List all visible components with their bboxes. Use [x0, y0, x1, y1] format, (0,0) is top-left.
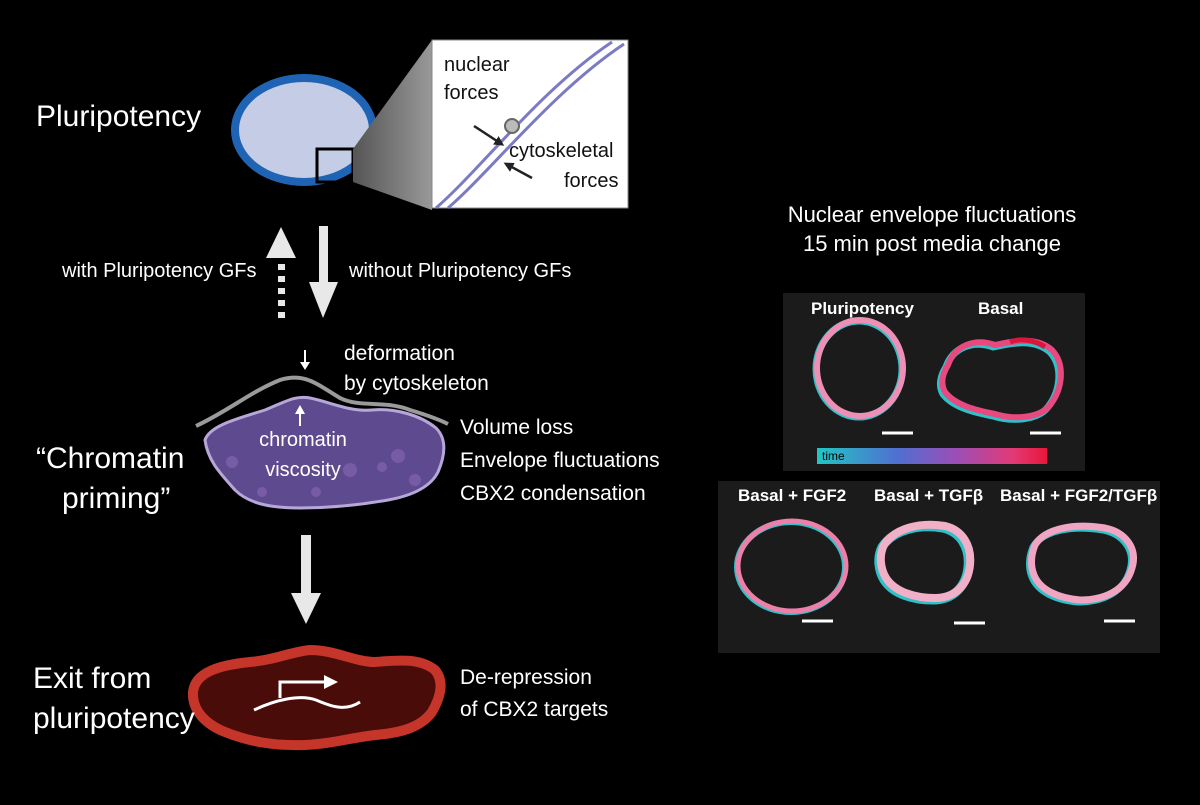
with-gfs-label: with Pluripotency GFs: [62, 260, 257, 282]
cytoskeletal-forces-line2: forces: [564, 170, 619, 192]
nuclear-forces-line2: forces: [444, 82, 499, 104]
exit-nucleus: [188, 644, 446, 751]
effect-cbx2-condensation: CBX2 condensation: [460, 482, 646, 505]
nuclear-force-arrow: [473, 124, 505, 146]
condition-label-basal-tgfb: Basal + TGFβ: [874, 486, 984, 505]
stage-pluripotency-label: Pluripotency: [36, 100, 202, 133]
cytoskeletal-force-arrow: [503, 162, 533, 180]
deformation-line1: deformation: [344, 342, 455, 365]
stage-priming-label-line1: “Chromatin: [36, 442, 185, 475]
solid-down-arrow: [309, 226, 338, 318]
effect-envelope-fluctuations: Envelope fluctuations: [460, 449, 660, 472]
cytoskeletal-forces-line1: cytoskeletal: [509, 140, 614, 162]
cytoskeleton-curve: [195, 375, 449, 428]
deformation-line2: by cytoskeleton: [344, 372, 489, 395]
nuclear-pore: [504, 118, 520, 134]
stage-priming-label-line2: priming”: [62, 482, 171, 515]
chromatin-droplets: [226, 449, 421, 497]
panel-title-line1: Nuclear envelope fluctuations: [787, 202, 1077, 227]
panel-title-line2: 15 min post media change: [802, 231, 1062, 256]
gene-transcript: [253, 696, 361, 712]
condition-label-basal-fgf2-tgfb: Basal + FGF2/TGFβ: [1000, 486, 1158, 505]
condition-label-pluripotency: Pluripotency: [811, 299, 914, 318]
stage-exit-label-line2: pluripotency: [33, 702, 195, 735]
transcription-start-arrow: [278, 680, 326, 698]
exit-down-arrow: [291, 535, 321, 624]
stage-exit-label-line1: Exit from: [33, 662, 152, 695]
nuclear-forces-line1: nuclear: [444, 54, 510, 76]
zoom-cone: [353, 40, 432, 210]
exit-effect-line2: of CBX2 targets: [460, 698, 609, 721]
without-gfs-label: without Pluripotency GFs: [349, 260, 572, 282]
colorbar-time-label: time: [822, 449, 845, 463]
effect-volume-loss: Volume loss: [460, 416, 574, 439]
chromatin-viscosity-line2: viscosity: [265, 459, 341, 481]
dashed-up-arrow: [266, 227, 296, 318]
condition-label-basal: Basal: [978, 299, 1024, 318]
exit-effect-line1: De-repression: [460, 666, 592, 689]
condition-label-basal-fgf2: Basal + FGF2: [738, 486, 847, 505]
primed-nucleus: [203, 395, 446, 510]
chromatin-viscosity-line1: chromatin: [259, 429, 347, 451]
